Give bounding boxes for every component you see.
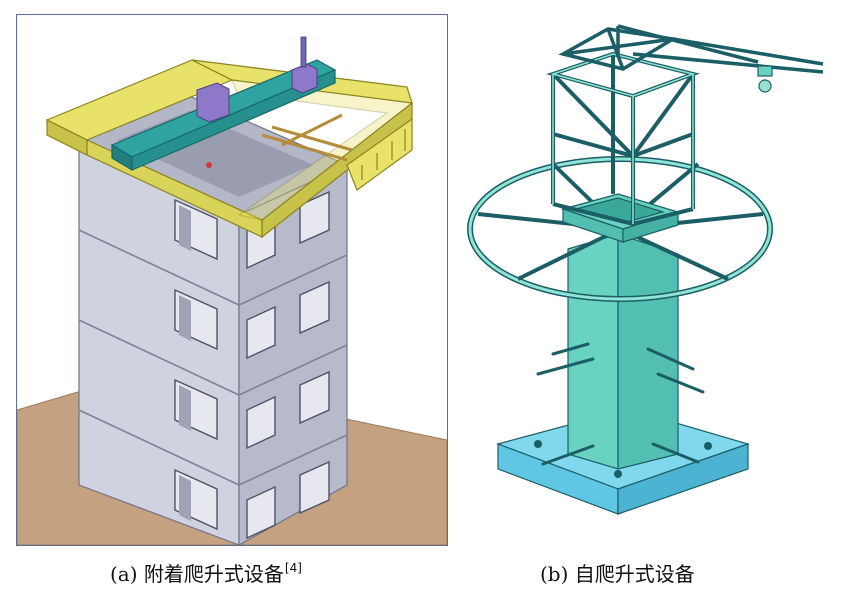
caption-a-text: 附着爬升式设备: [143, 562, 284, 586]
caption-attached-climbing: (a) 附着爬升式设备[4]: [110, 558, 302, 587]
figure-panel-self-climbing: [458, 14, 834, 534]
caption-b-text: 自爬升式设备: [574, 562, 695, 586]
lower-ring-inner: [468, 157, 772, 301]
floor-lines: [78, 229, 348, 486]
self-climbing-illustration: [467, 24, 824, 515]
caption-b-prefix: (b): [540, 562, 569, 586]
figure-panel-attached-climbing: [16, 14, 448, 546]
caption-a-prefix: (a): [110, 562, 138, 586]
anchor-rods: [536, 342, 705, 466]
jib-trolley-hook: [757, 65, 773, 93]
caption-a-reference: [4]: [284, 561, 302, 575]
attached-climbing-illustration: [17, 36, 447, 545]
red-marker: [206, 162, 212, 168]
caption-self-climbing: (b) 自爬升式设备: [540, 558, 695, 587]
window-inner-left: [179, 205, 191, 521]
top-jib: [558, 24, 824, 74]
hoist-units: [196, 63, 318, 123]
mast-column: [567, 233, 679, 470]
inner-bracing: [261, 113, 353, 162]
hoist-mast: [300, 36, 307, 68]
